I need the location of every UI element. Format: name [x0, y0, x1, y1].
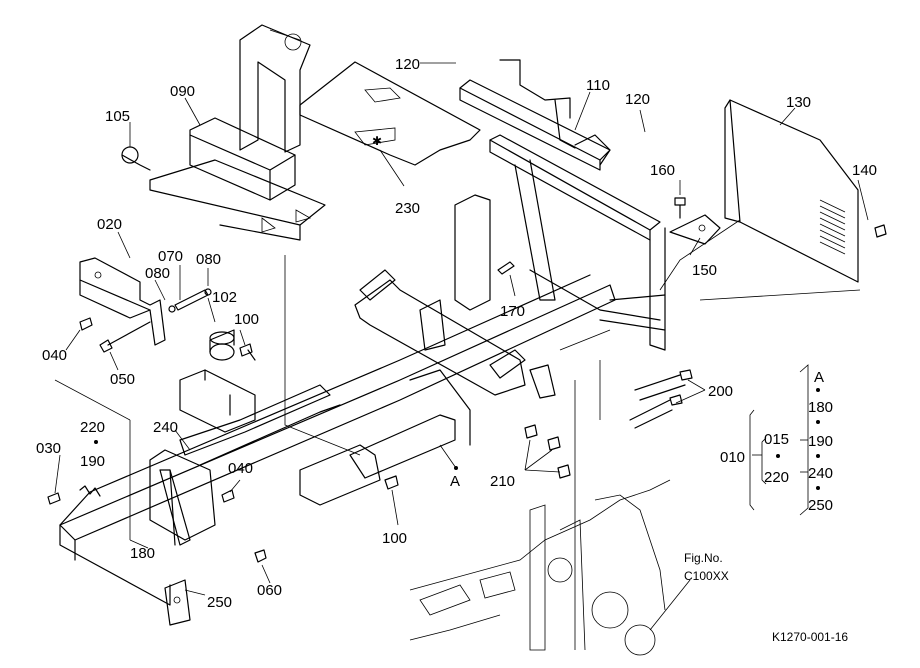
- bracket-020: [79, 257, 166, 346]
- label-102: 102: [212, 289, 237, 306]
- label-090: 090: [170, 83, 195, 100]
- grouping-lines: [54, 219, 861, 650]
- bolt-140: [874, 224, 887, 238]
- bushing-102: [209, 329, 235, 361]
- label-030: 030: [36, 440, 61, 457]
- fig-ref-line2: C100XX: [684, 569, 729, 583]
- bracket-110: [459, 59, 611, 171]
- label-230: 230: [395, 200, 420, 217]
- legend-240: 240: [808, 465, 833, 482]
- label-060: 060: [257, 582, 282, 599]
- nut-060: [254, 549, 267, 563]
- upright-post: [239, 24, 311, 153]
- label-130: 130: [786, 94, 811, 111]
- label-190: 190: [80, 453, 105, 470]
- leader-lines: [54, 62, 869, 631]
- label-marker-a: A: [450, 473, 460, 490]
- mid-bracket: [454, 194, 491, 311]
- legend-a: A: [814, 369, 824, 386]
- label-220: 220: [80, 419, 105, 436]
- pin-170: [497, 261, 515, 275]
- bolts-200: [629, 369, 693, 429]
- label-250: 250: [207, 594, 232, 611]
- fig-ref-line1: Fig.No.: [684, 551, 723, 565]
- assembly-legend: 010 015 220 A 180 190 240 250: [720, 369, 833, 514]
- label-040-left: 040: [42, 347, 67, 364]
- bolt-040-lower: [221, 489, 235, 503]
- label-105: 105: [105, 108, 130, 125]
- label-120-right: 120: [625, 91, 650, 108]
- rod-240: [159, 469, 191, 546]
- bolt-040-left: [79, 317, 93, 331]
- nuts-210: [524, 424, 571, 479]
- cross-shaft: [354, 269, 556, 399]
- drawing-code: K1270-001-16: [772, 630, 848, 644]
- side-panel-130: [724, 99, 859, 283]
- label-200: 200: [708, 383, 733, 400]
- legend-250: 250: [808, 497, 833, 514]
- label-040-lower: 040: [228, 460, 253, 477]
- label-020: 020: [97, 216, 122, 233]
- label-240: 240: [153, 419, 178, 436]
- bracket-090: [149, 117, 326, 241]
- label-180: 180: [130, 545, 155, 562]
- legend-190: 190: [808, 433, 833, 450]
- label-050: 050: [110, 371, 135, 388]
- bracket-250: [164, 579, 191, 626]
- vent-grille: [819, 199, 846, 255]
- label-140: 140: [852, 162, 877, 179]
- label-110: 110: [586, 77, 610, 94]
- bolt-160: [674, 197, 686, 219]
- label-070: 070: [158, 248, 183, 265]
- clamp-105: [121, 122, 151, 171]
- pin-070: [168, 288, 212, 313]
- legend-015: 015: [764, 431, 789, 448]
- label-100-lower: 100: [382, 530, 407, 547]
- main-frame: [59, 274, 616, 606]
- bolt-030: [47, 492, 61, 505]
- plate-150: [669, 214, 721, 245]
- label-080-b: 080: [145, 265, 170, 282]
- engine-block: [409, 479, 671, 656]
- rear-frame: [489, 134, 666, 351]
- part-labels: 120 110 120 130 140 160 150 170 230 090 …: [36, 56, 877, 611]
- label-150: 150: [692, 262, 717, 279]
- label-120-top: 120: [395, 56, 420, 73]
- bolt-100-upper: [239, 343, 256, 361]
- label-170: 170: [500, 303, 525, 320]
- legend-010: 010: [720, 449, 745, 466]
- label-210: 210: [490, 473, 515, 490]
- legend-220: 220: [764, 469, 789, 486]
- label-080-a: 080: [196, 251, 221, 268]
- legend-brackets: [94, 364, 820, 516]
- spring-030: [79, 485, 101, 497]
- label-100-upper: 100: [234, 311, 259, 328]
- label-160: 160: [650, 162, 675, 179]
- bracket-lower: [179, 369, 256, 433]
- bolt-100-lower: [384, 475, 399, 490]
- svg-text:✱: ✱: [372, 134, 382, 148]
- cover-plate-230: ✱: [299, 61, 481, 166]
- legend-180: 180: [808, 399, 833, 416]
- bolt-050: [99, 321, 151, 353]
